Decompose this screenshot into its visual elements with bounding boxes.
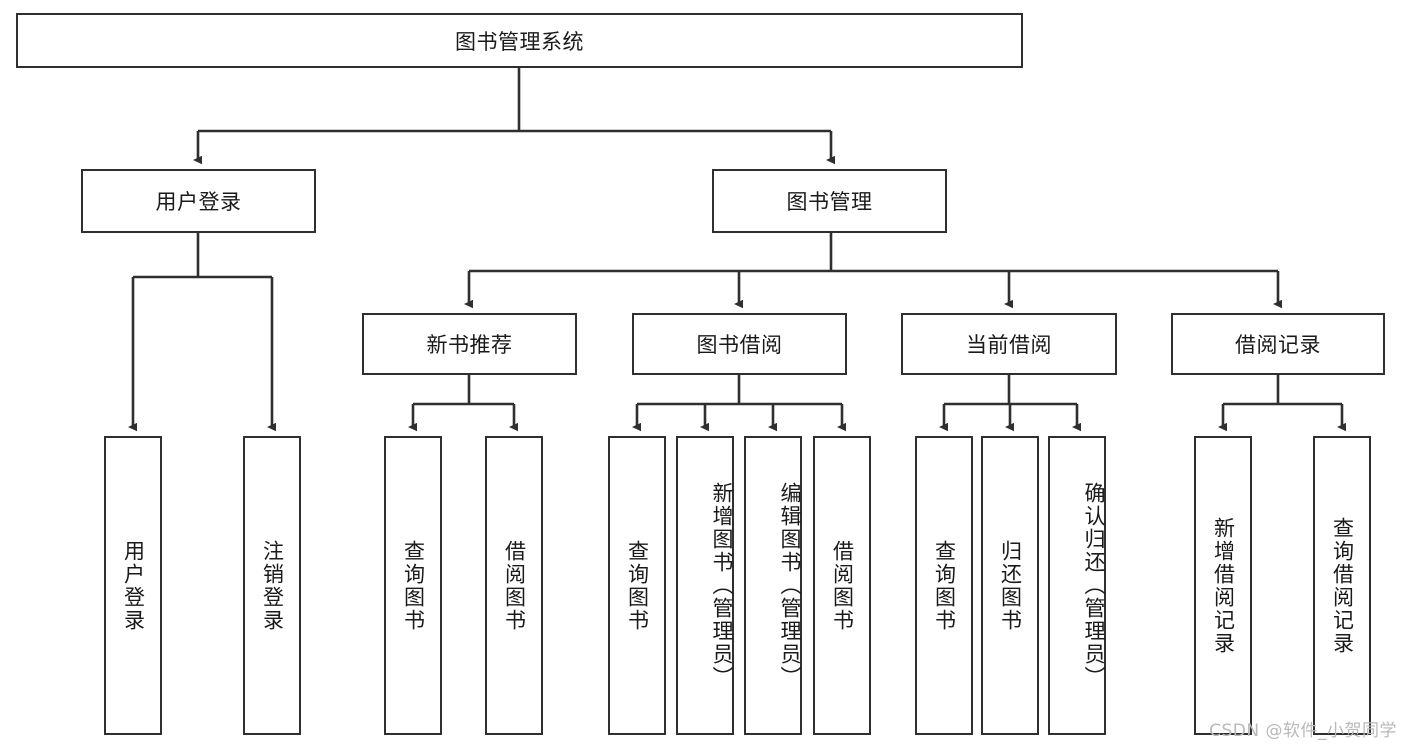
node-leaf-confirm-return-label: 确认归还（管理员） bbox=[1082, 482, 1106, 689]
node-leaf-query-book-1-label: 查询图书 bbox=[401, 539, 426, 632]
node-leaf-user-login[interactable]: 用户登录 bbox=[104, 436, 162, 735]
node-leaf-add-record-label: 新增借阅记录 bbox=[1211, 516, 1236, 655]
node-root-label: 图书管理系统 bbox=[455, 29, 584, 54]
node-leaf-query-record[interactable]: 查询借阅记录 bbox=[1313, 436, 1371, 735]
node-leaf-add-book[interactable]: 新增图书（管理员） bbox=[676, 436, 734, 735]
node-leaf-query-record-label: 查询借阅记录 bbox=[1330, 516, 1355, 655]
node-new-book-recommend[interactable]: 新书推荐 bbox=[362, 313, 577, 375]
node-current-borrow[interactable]: 当前借阅 bbox=[901, 313, 1117, 375]
node-leaf-query-book-2[interactable]: 查询图书 bbox=[608, 436, 666, 735]
node-leaf-query-book-3[interactable]: 查询图书 bbox=[915, 436, 973, 735]
node-leaf-query-book-3-label: 查询图书 bbox=[932, 539, 957, 632]
node-book-borrow[interactable]: 图书借阅 bbox=[632, 313, 847, 375]
node-book-manage[interactable]: 图书管理 bbox=[712, 169, 947, 233]
node-leaf-add-record[interactable]: 新增借阅记录 bbox=[1194, 436, 1252, 735]
node-user-login-label: 用户登录 bbox=[155, 190, 242, 214]
node-leaf-confirm-return[interactable]: 确认归还（管理员） bbox=[1048, 436, 1106, 735]
node-leaf-user-logout[interactable]: 注销登录 bbox=[243, 436, 301, 735]
node-leaf-edit-book[interactable]: 编辑图书（管理员） bbox=[744, 436, 802, 735]
node-borrow-record[interactable]: 借阅记录 bbox=[1171, 313, 1385, 375]
node-leaf-return-book-label: 归还图书 bbox=[998, 539, 1023, 632]
node-leaf-borrow-book-2-label: 借阅图书 bbox=[830, 539, 855, 632]
node-leaf-user-login-label: 用户登录 bbox=[121, 539, 146, 632]
node-leaf-borrow-book-2[interactable]: 借阅图书 bbox=[813, 436, 871, 735]
node-book-borrow-label: 图书借阅 bbox=[696, 333, 783, 357]
node-book-manage-label: 图书管理 bbox=[786, 190, 873, 214]
node-root[interactable]: 图书管理系统 bbox=[16, 13, 1023, 68]
node-leaf-query-book-1[interactable]: 查询图书 bbox=[384, 436, 442, 735]
node-leaf-edit-book-label: 编辑图书（管理员） bbox=[778, 482, 802, 689]
node-leaf-add-book-label: 新增图书（管理员） bbox=[710, 482, 734, 689]
node-leaf-user-logout-label: 注销登录 bbox=[260, 539, 285, 632]
node-leaf-borrow-book-1-label: 借阅图书 bbox=[502, 539, 527, 632]
node-current-borrow-label: 当前借阅 bbox=[966, 333, 1052, 357]
node-leaf-borrow-book-1[interactable]: 借阅图书 bbox=[485, 436, 543, 735]
node-borrow-record-label: 借阅记录 bbox=[1235, 333, 1321, 357]
node-leaf-query-book-2-label: 查询图书 bbox=[625, 539, 650, 632]
node-leaf-return-book[interactable]: 归还图书 bbox=[981, 436, 1039, 735]
node-user-login[interactable]: 用户登录 bbox=[81, 169, 316, 233]
node-new-book-recommend-label: 新书推荐 bbox=[426, 333, 513, 357]
